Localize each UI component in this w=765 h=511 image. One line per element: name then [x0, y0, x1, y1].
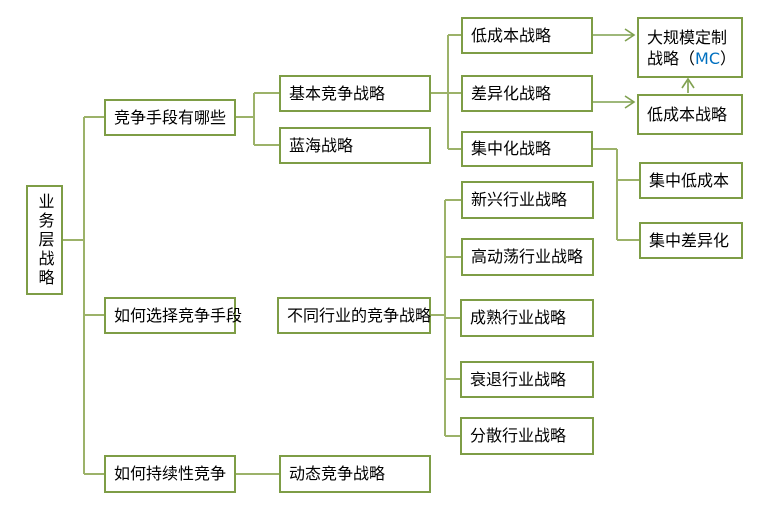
- node-label: 低成本战略: [647, 104, 728, 124]
- node-label: 业务层战略: [35, 192, 55, 288]
- node-label: 蓝海战略: [289, 135, 354, 155]
- arrowhead-lowcost-to-mc: [624, 28, 636, 42]
- node-low-cost-strategy[interactable]: 低成本战略: [461, 17, 593, 54]
- node-label: 衰退行业战略: [470, 369, 567, 389]
- node-competition-means[interactable]: 竞争手段有哪些: [104, 99, 236, 136]
- node-label: 集中化战略: [471, 139, 552, 159]
- node-differentiation-strategy[interactable]: 差异化战略: [461, 75, 593, 112]
- node-declining-industry-strategy[interactable]: 衰退行业战略: [460, 361, 594, 398]
- node-blue-ocean-strategy[interactable]: 蓝海战略: [279, 127, 431, 164]
- node-low-cost-strategy-right[interactable]: 低成本战略: [637, 94, 743, 135]
- node-business-level-strategy[interactable]: 业务层战略: [26, 185, 63, 295]
- node-industry-strategies[interactable]: 不同行业的竞争战略: [277, 297, 431, 334]
- node-turbulent-industry-strategy[interactable]: 高动荡行业战略: [461, 238, 594, 276]
- node-label: 基本竞争战略: [289, 83, 386, 103]
- node-label: 如何选择竞争手段: [114, 305, 243, 325]
- arrowhead-lowcost-right-to-mc: [681, 77, 695, 89]
- node-dynamic-competitive-strategy[interactable]: 动态竞争战略: [279, 455, 431, 493]
- node-label: 低成本战略: [471, 25, 552, 45]
- node-basic-competitive-strategy[interactable]: 基本竞争战略: [279, 75, 431, 112]
- node-label: 差异化战略: [471, 83, 552, 103]
- arrowhead-differentiation-to-lowcost-right: [624, 95, 636, 109]
- node-focus-strategy[interactable]: 集中化战略: [461, 131, 593, 167]
- node-sustain-competition[interactable]: 如何持续性竞争: [104, 455, 236, 493]
- node-emerging-industry-strategy[interactable]: 新兴行业战略: [461, 181, 594, 219]
- node-label: 动态竞争战略: [289, 464, 386, 484]
- node-label-line1: 大规模定制: [647, 27, 728, 47]
- node-label: 新兴行业战略: [471, 190, 568, 210]
- node-focused-differentiation[interactable]: 集中差异化: [639, 222, 743, 259]
- node-label: 分散行业战略: [470, 426, 567, 446]
- node-label-line2: 战略（MC）: [647, 48, 736, 69]
- mc-abbreviation: MC: [695, 48, 720, 68]
- node-label: 高动荡行业战略: [471, 247, 584, 267]
- mc-line2-prefix: 战略（: [647, 48, 696, 68]
- node-mass-customization-strategy[interactable]: 大规模定制 战略（MC）: [637, 17, 743, 78]
- node-mature-industry-strategy[interactable]: 成熟行业战略: [460, 299, 594, 337]
- node-label: 集中低成本: [649, 170, 730, 190]
- node-label: 不同行业的竞争战略: [287, 305, 432, 325]
- node-label: 成熟行业战略: [470, 308, 567, 328]
- mc-line2-suffix: ）: [720, 48, 737, 68]
- node-fragmented-industry-strategy[interactable]: 分散行业战略: [460, 417, 594, 455]
- node-label: 竞争手段有哪些: [114, 107, 227, 127]
- node-label: 如何持续性竞争: [114, 464, 227, 484]
- node-label: 集中差异化: [649, 230, 730, 250]
- node-choose-means[interactable]: 如何选择竞争手段: [104, 297, 242, 334]
- node-focused-low-cost[interactable]: 集中低成本: [639, 162, 743, 199]
